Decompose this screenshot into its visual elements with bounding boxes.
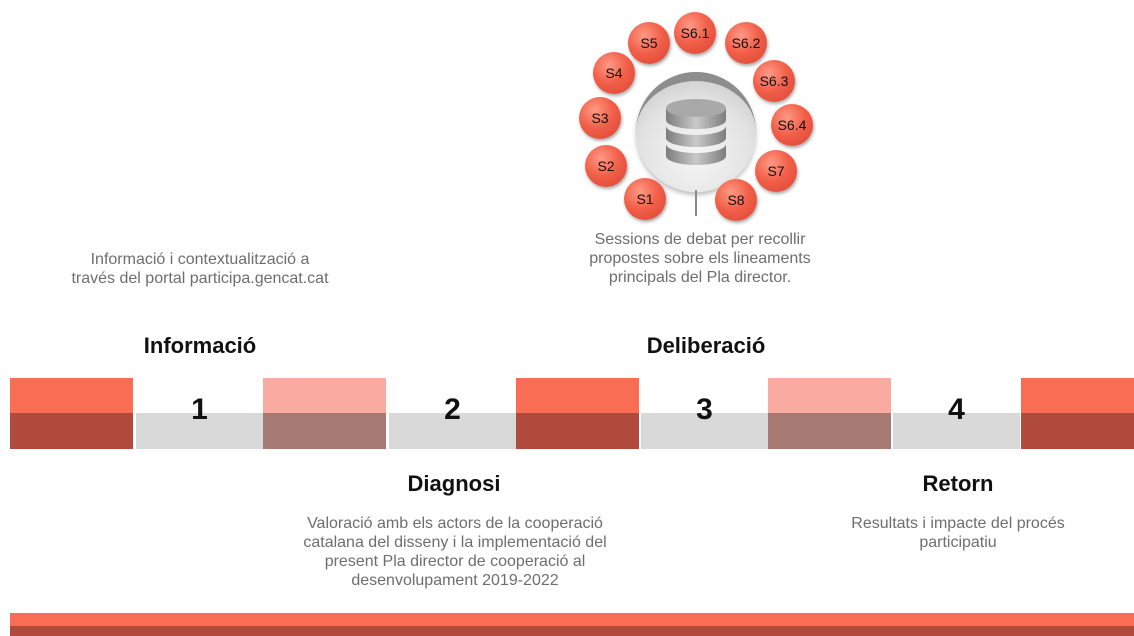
timeline-segment	[516, 378, 639, 449]
retorn-title: Retorn	[922, 471, 994, 496]
step-2-number: 2	[444, 393, 461, 426]
hub-rim	[636, 72, 756, 192]
step-4-number: 4	[948, 393, 965, 426]
timeline-segment	[1021, 378, 1134, 449]
step-1-block	[136, 413, 263, 449]
step-3-number: 3	[696, 393, 713, 426]
session-bubble: S6.1	[674, 12, 716, 54]
retorn-description: Resultats i impacte del procés participa…	[851, 515, 1065, 551]
step-2-block	[389, 413, 516, 449]
step-1-number: 1	[191, 393, 208, 426]
footer-band-shadow	[10, 626, 1134, 636]
timeline-segment	[768, 378, 891, 449]
database-icon	[666, 99, 726, 165]
deliberacio-description: Sessions de debat per recollir propostes…	[589, 231, 811, 286]
session-bubble: S3	[579, 97, 621, 139]
session-bubble: S2	[585, 145, 627, 187]
session-bubble: S7	[755, 150, 797, 192]
session-bubble: S1	[624, 178, 666, 220]
diagnosi-title: Diagnosi	[407, 471, 501, 496]
step-4-block	[893, 413, 1020, 449]
informacio-description: Informació i contextualització a través …	[71, 251, 329, 287]
session-bubble: S6.2	[725, 22, 767, 64]
informacio-title: Informació	[143, 333, 257, 358]
footer-band	[10, 613, 1134, 626]
session-bubble: S8	[715, 179, 757, 221]
step-3-block	[641, 413, 768, 449]
session-bubble: S6.4	[771, 104, 813, 146]
session-bubble: S4	[593, 52, 635, 94]
diagnosi-description: Valoració amb els actors de la cooperaci…	[303, 515, 607, 589]
timeline-segment	[10, 378, 133, 449]
session-bubble: S6.3	[753, 60, 795, 102]
hub-connector-line	[695, 190, 697, 216]
deliberacio-title: Deliberació	[646, 333, 766, 358]
timeline-segment	[263, 378, 386, 449]
session-bubble: S5	[628, 22, 670, 64]
